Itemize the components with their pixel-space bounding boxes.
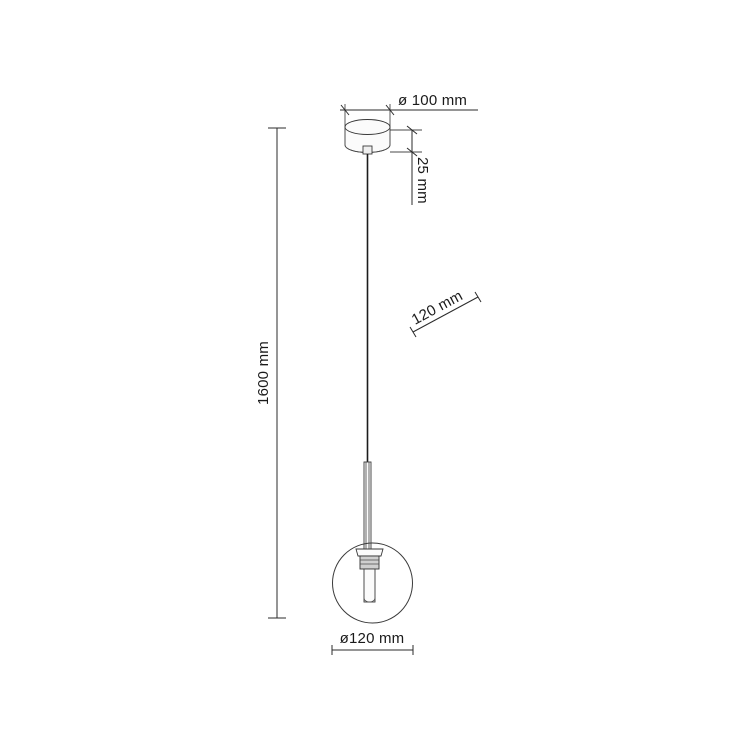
total-height-label: 1600 mm [255,341,272,405]
shade-callout-dim-line [412,296,479,333]
shade-callout-dimension: 120 mm [409,287,482,338]
lamp-socket [355,548,384,603]
total-height-dimension: 1600 mm [255,127,286,619]
canopy-diameter-tick-right [385,104,395,116]
canopy-height-dimension: 25 mm [390,125,431,205]
socket-shaft [363,568,376,603]
canopy-cord-outlet [362,145,373,155]
socket-flange [355,548,384,557]
lamp-rod [363,461,372,554]
shade-callout-tick-start [409,326,417,338]
globe-diameter-label: ø120 mm [340,630,405,647]
globe-diameter-dimension: ø120 mm [331,630,414,655]
canopy-diameter-tick-left [340,104,350,116]
socket-body [359,555,380,570]
shade-callout-tick-end [474,291,482,303]
ceiling-canopy [344,119,391,155]
canopy-diameter-dimension: ø 100 mm [340,92,478,128]
canopy-height-tick-bottom [406,147,418,157]
canopy-diameter-label: ø 100 mm [398,92,467,109]
canopy-height-tick-top [406,125,418,135]
glass-globe [332,542,413,624]
rod-body [363,461,372,554]
canopy-height-label: 25 mm [414,157,431,204]
socket-shaft-base [363,597,376,603]
canopy-top-ellipse [344,119,391,135]
